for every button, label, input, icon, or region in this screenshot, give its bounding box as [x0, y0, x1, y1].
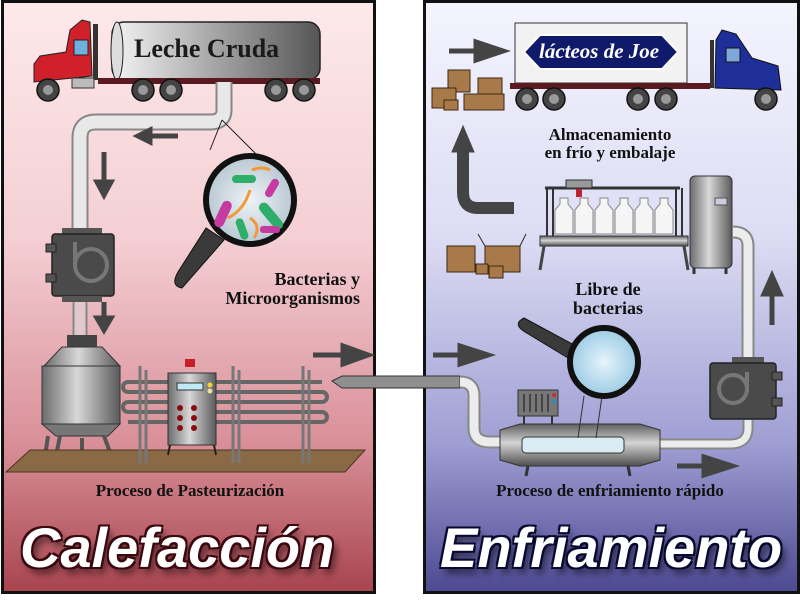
bottling-conveyor	[538, 179, 690, 271]
centrifugal-pump-left	[45, 228, 115, 302]
bacteria-caption: Bacterias y Microorganismos	[180, 270, 360, 308]
tank-gauge	[714, 197, 728, 206]
bottle	[654, 197, 674, 235]
heat-exchanger-coils	[121, 380, 329, 424]
rapid-cooling-caption: Proceso de enfriamiento rápido	[496, 481, 724, 500]
bacteria-magnifier	[174, 119, 297, 289]
trailer-frame	[98, 78, 320, 84]
wooden-floor	[4, 449, 367, 473]
dairy-delivery-truck	[510, 22, 782, 111]
box-icon	[447, 69, 471, 93]
tank-front-cap	[110, 21, 124, 81]
bacteria-icons	[214, 166, 284, 240]
heating-title: Calefacción	[20, 516, 335, 579]
bottle	[614, 197, 634, 235]
magnifier-handle	[517, 317, 577, 359]
pump-to-storage-pipe	[732, 227, 753, 365]
arrow-up-icon	[760, 269, 784, 325]
coil-supports	[138, 366, 311, 463]
bottle	[634, 197, 654, 235]
cab-window	[73, 39, 89, 56]
magnifier-handle	[174, 227, 225, 289]
raw-milk-truck	[33, 19, 321, 102]
pump-housing	[51, 233, 115, 297]
arrow-down-icon	[92, 302, 116, 335]
bacteria-free-caption-line1: Libre de	[575, 279, 641, 299]
vat-legs	[44, 435, 112, 457]
cardboard-boxes-stacked	[431, 69, 505, 111]
cold-storage-tank	[689, 175, 733, 274]
box-icon	[475, 263, 489, 275]
control-button	[177, 425, 183, 431]
box-icon	[477, 233, 527, 273]
arrow-right-icon	[433, 342, 497, 368]
cardboard-boxes-open	[446, 233, 527, 279]
brand-label: lácteos de Joe	[539, 39, 660, 63]
bacteria-caption-line1: Bacterias y	[274, 269, 360, 289]
bottle	[554, 197, 574, 235]
arrow-right-icon	[449, 38, 511, 64]
truck-wheels	[36, 78, 316, 102]
bottle	[594, 197, 614, 235]
arrow-right-icon	[313, 342, 376, 368]
transfer-pipe	[331, 375, 461, 389]
vat-body	[41, 365, 121, 425]
truck-cab-blue	[714, 29, 782, 91]
arrow-up-icon	[451, 124, 475, 153]
bacteria-free-magnifier	[517, 317, 641, 439]
magnifier-lens	[567, 325, 641, 399]
pasteurization-vat	[40, 335, 122, 457]
storage-caption-line2: en frío y embalaje	[544, 142, 676, 162]
control-buttons	[177, 405, 197, 431]
storage-caption: Almacenamiento en frío y embalaje	[510, 126, 710, 162]
flow-arrows-right	[433, 38, 784, 479]
fuel-tank	[71, 77, 95, 89]
conveyor-legs	[538, 245, 690, 271]
bacteria-caption-line2: Microorganismos	[225, 287, 360, 308]
chiller-window	[521, 436, 625, 454]
chiller-outlet-pipe	[658, 420, 752, 448]
pasteurizer-control-panel	[167, 359, 217, 456]
flow-arrows-left	[92, 125, 376, 368]
control-button	[177, 405, 183, 411]
bottle	[574, 197, 594, 235]
control-button	[191, 415, 197, 421]
box-icon	[488, 265, 504, 279]
filler-nozzle	[576, 189, 582, 197]
storage-tank-body	[689, 175, 733, 269]
tank-label: Leche Cruda	[134, 34, 280, 63]
control-display	[176, 382, 204, 391]
centrifugal-pump-right	[709, 357, 783, 420]
alarm-light	[185, 359, 195, 367]
magnifier-lens	[203, 153, 297, 247]
filler-head	[565, 179, 593, 189]
chiller-inlet-pipe	[459, 377, 500, 447]
storage-caption-line1: Almacenamiento	[548, 125, 672, 144]
conveyor-belt	[539, 235, 689, 247]
return-arrow-shaft	[457, 150, 514, 214]
brand-emblem	[522, 34, 680, 70]
rapid-chiller	[499, 389, 661, 477]
box-icon	[446, 245, 476, 273]
control-button	[191, 425, 197, 431]
intake-pipe	[73, 82, 231, 232]
arrow-right-icon	[677, 453, 741, 479]
milk-bottles	[554, 197, 674, 235]
bacteria-free-caption-line2: bacterias	[573, 297, 643, 318]
control-button	[177, 415, 183, 421]
control-button	[191, 405, 197, 411]
bacteria-free-caption: Libre de bacterias	[548, 280, 668, 318]
exhaust-stack	[93, 24, 98, 80]
box-icon	[443, 99, 459, 111]
cooling-title: Enfriamiento	[440, 516, 783, 579]
arrow-down-icon	[92, 152, 116, 201]
box-icon	[463, 93, 505, 111]
pasteurization-caption: Proceso de Pasteurización	[95, 481, 285, 500]
arrow-left-icon	[132, 125, 178, 147]
